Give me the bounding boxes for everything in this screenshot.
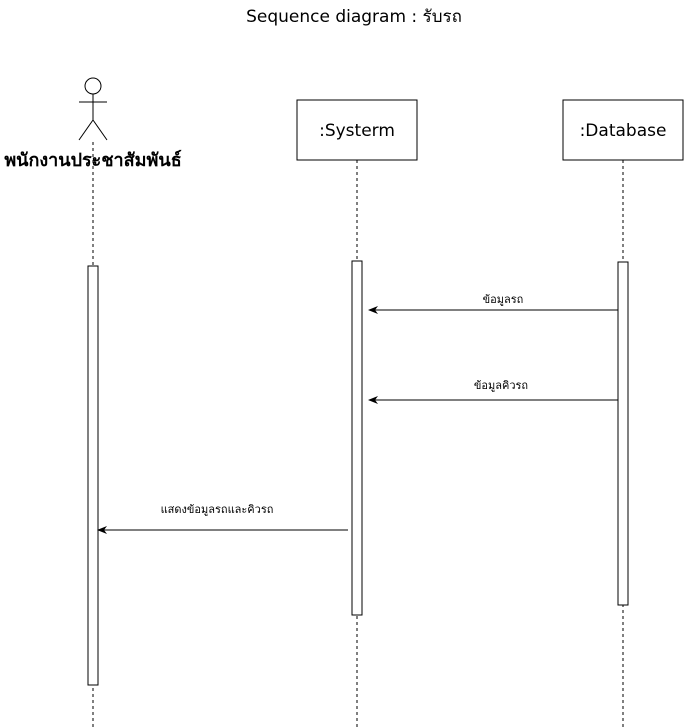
actor-label: พนักงานประชาสัมพันธ์	[4, 149, 181, 171]
system-participant-box	[296, 99, 418, 161]
system-participant-label: :Systerm	[319, 121, 395, 141]
message-label-show-data: แสดงข้อมูลรถและคิวรถ	[161, 503, 274, 516]
database-participant-label: :Database	[580, 121, 667, 141]
message-label-car-queue: ข้อมูลคิวรถ	[474, 379, 528, 392]
system-activation-bar	[351, 260, 363, 616]
diagram-title: Sequence diagram : รับรถ	[246, 7, 462, 27]
message-label-car-data: ข้อมูลรถ	[483, 293, 524, 306]
actor-activation-bar	[87, 265, 99, 686]
actor-figure	[78, 77, 108, 141]
database-activation-bar	[617, 261, 629, 606]
database-participant-box	[562, 99, 684, 161]
